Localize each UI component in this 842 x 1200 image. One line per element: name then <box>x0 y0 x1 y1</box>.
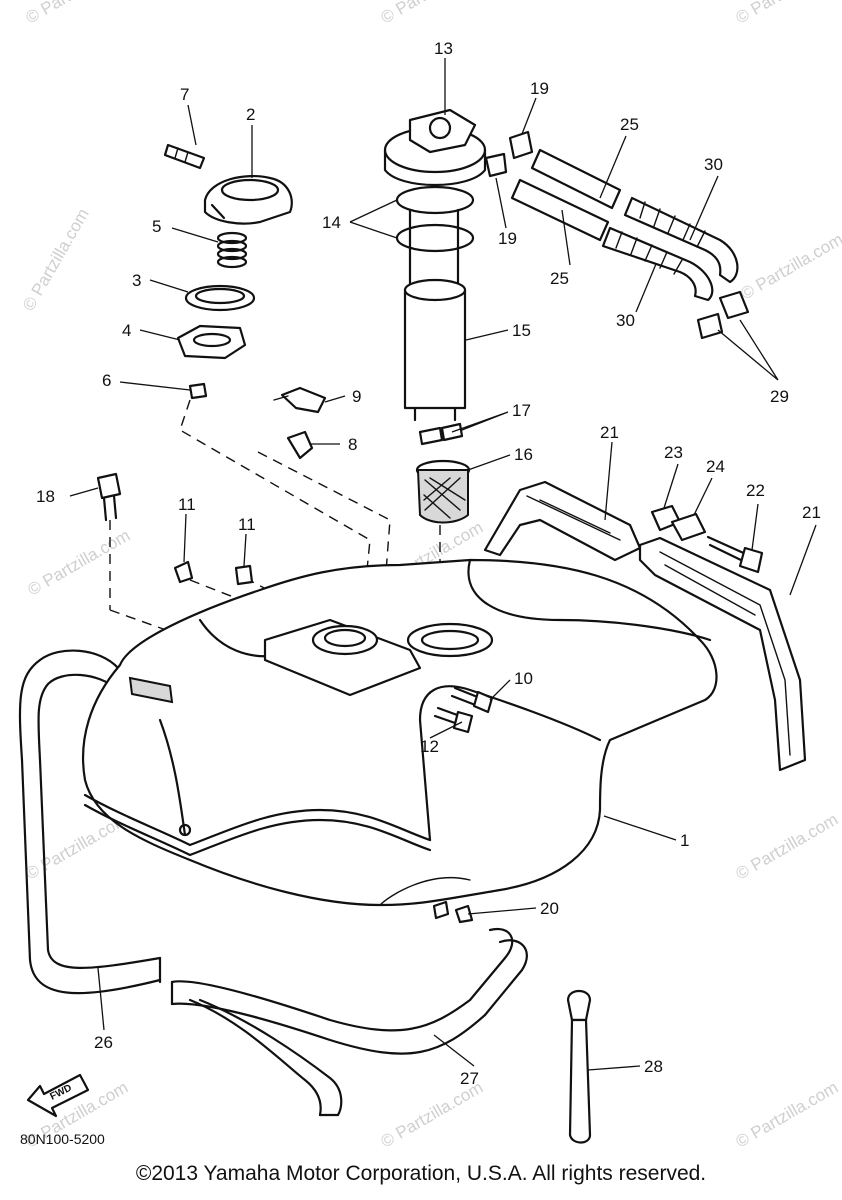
callout-27[interactable]: 27 <box>460 1069 479 1088</box>
filler-cap-2[interactable] <box>203 174 293 225</box>
gasket-3[interactable] <box>184 284 256 312</box>
breather-hose-26[interactable] <box>18 649 162 995</box>
callout-7[interactable]: 7 <box>180 85 189 104</box>
callout-19-top[interactable]: 19 <box>530 79 549 98</box>
callout-12[interactable]: 12 <box>420 737 439 756</box>
callout-14[interactable]: 14 <box>322 213 341 232</box>
callout-3[interactable]: 3 <box>132 271 141 290</box>
callout-1[interactable]: 1 <box>680 831 689 850</box>
pump-body-15[interactable] <box>403 208 467 422</box>
watermark-left: © Partzilla.com <box>19 205 93 314</box>
fuel-pump-cap-13[interactable] <box>383 108 487 186</box>
nut-11-right[interactable] <box>234 564 254 586</box>
watermark-lower-right: © Partzilla.com <box>733 810 842 884</box>
corrugated-hose-30[interactable] <box>601 196 739 302</box>
callout-25-top[interactable]: 25 <box>620 115 639 134</box>
joint-8[interactable] <box>286 430 314 460</box>
callout-28[interactable]: 28 <box>644 1057 663 1076</box>
callout-24[interactable]: 24 <box>706 457 725 476</box>
clamp-19[interactable] <box>484 130 534 178</box>
clamp-29[interactable] <box>696 290 750 340</box>
callout-30-top[interactable]: 30 <box>704 155 723 174</box>
watermark-top-right: © Partzilla.com <box>733 0 842 27</box>
callout-10[interactable]: 10 <box>514 669 533 688</box>
leader-lines <box>69 58 817 1071</box>
watermark-bottom-center: © Partzilla.com <box>378 1078 487 1152</box>
bolt-22[interactable] <box>706 535 764 574</box>
watermark-mid-right: © Partzilla.com <box>738 230 842 304</box>
hose-25[interactable] <box>510 148 622 242</box>
tank-bracket-21[interactable] <box>483 480 807 772</box>
callout-23[interactable]: 23 <box>664 443 683 462</box>
copyright-notice: ©2013 Yamaha Motor Corporation, U.S.A. A… <box>135 1162 707 1185</box>
callout-17[interactable]: 17 <box>512 401 531 420</box>
callout-4[interactable]: 4 <box>122 321 131 340</box>
callout-22[interactable]: 22 <box>746 481 765 500</box>
callout-5[interactable]: 5 <box>152 217 161 236</box>
callout-16[interactable]: 16 <box>514 445 533 464</box>
callout-18[interactable]: 18 <box>36 487 55 506</box>
callout-26[interactable]: 26 <box>94 1033 113 1052</box>
callout-6[interactable]: 6 <box>102 371 111 390</box>
clip-17[interactable] <box>418 422 464 446</box>
clip-6[interactable] <box>188 382 208 400</box>
callout-8[interactable]: 8 <box>348 435 357 454</box>
fitting-9[interactable] <box>273 386 327 414</box>
callout-25-bottom[interactable]: 25 <box>550 269 569 288</box>
nut-11-left[interactable] <box>173 560 194 584</box>
callout-19-bottom[interactable]: 19 <box>498 229 517 248</box>
watermark-top-center: © Partzilla.com <box>378 0 487 27</box>
callout-13[interactable]: 13 <box>434 39 453 58</box>
spring-5[interactable] <box>216 231 248 269</box>
callout-9[interactable]: 9 <box>352 387 361 406</box>
watermark-top-left: © Partzilla.com <box>23 0 132 27</box>
callout-11-left[interactable]: 11 <box>178 495 196 514</box>
clip-20[interactable] <box>432 900 474 924</box>
callout-20[interactable]: 20 <box>540 899 559 918</box>
callout-30-bottom[interactable]: 30 <box>616 311 635 330</box>
pin-7[interactable] <box>163 143 206 170</box>
overflow-hose-27[interactable] <box>170 927 528 1117</box>
rod-28[interactable] <box>566 989 592 1144</box>
callout-15[interactable]: 15 <box>512 321 531 340</box>
callout-21-right[interactable]: 21 <box>802 503 821 522</box>
callout-21-left[interactable]: 21 <box>600 423 619 442</box>
diagram-code: 80N100-5200 <box>20 1131 105 1147</box>
callout-11-right[interactable]: 11 <box>238 515 256 534</box>
fuel-tank-1[interactable] <box>81 558 718 907</box>
bolt-10[interactable] <box>450 686 494 714</box>
watermark-bottom-right: © Partzilla.com <box>733 1078 842 1152</box>
callout-2[interactable]: 2 <box>246 105 255 124</box>
watermark-mid-left: © Partzilla.com <box>25 526 134 600</box>
seal-plate-4[interactable] <box>176 324 247 360</box>
bolt-18[interactable] <box>96 472 122 522</box>
callout-29[interactable]: 29 <box>770 387 789 406</box>
bolt-12[interactable] <box>433 706 474 734</box>
fuel-strainer-16[interactable] <box>415 459 471 524</box>
forward-arrow-icon: FWD <box>26 1073 90 1118</box>
callouts: 7 2 5 3 4 6 9 8 13 14 15 17 16 18 11 11 … <box>36 39 821 1088</box>
collar-24[interactable] <box>670 512 707 542</box>
o-ring-14[interactable] <box>395 185 475 253</box>
